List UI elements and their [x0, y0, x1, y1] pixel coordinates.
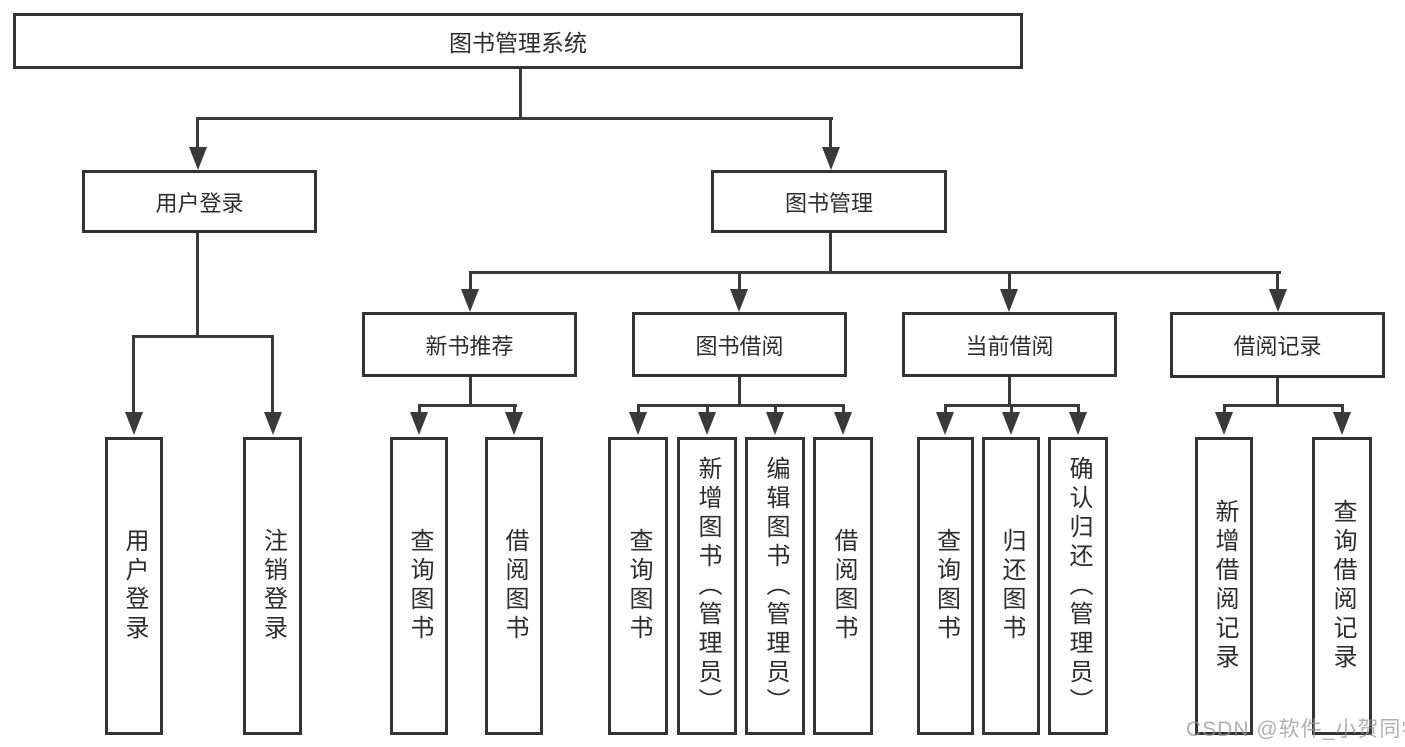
connector-line: [196, 233, 199, 337]
node-library-system: 图书管理系统: [13, 13, 1023, 69]
connector-line: [944, 404, 947, 414]
arrowhead-down-icon: [410, 412, 428, 435]
connector-line: [132, 335, 135, 414]
arrowhead-down-icon: [505, 412, 523, 435]
arrowhead-down-icon: [1002, 412, 1020, 435]
leaf-label: 确认归还（管理员）: [1065, 455, 1092, 717]
connector-line: [469, 271, 472, 292]
connector-line: [637, 404, 640, 414]
connector-line: [829, 117, 832, 148]
arrowhead-down-icon: [189, 147, 207, 170]
connector-line: [418, 404, 421, 414]
leaf-label: 用户登录: [121, 528, 148, 644]
arrowhead-down-icon: [1215, 412, 1233, 435]
arrowhead-down-icon: [822, 147, 840, 170]
connector-line: [738, 377, 741, 407]
connector-line: [774, 404, 777, 414]
leaf-borrow-books: 借阅图书: [813, 437, 873, 735]
arrowhead-down-icon: [936, 412, 954, 435]
connector-line: [1223, 404, 1226, 414]
connector-line: [829, 233, 832, 274]
arrowhead-down-icon: [834, 412, 852, 435]
connector-line: [418, 404, 517, 407]
arrowhead-down-icon: [1000, 289, 1018, 312]
leaf-borrow-books-recommend: 借阅图书: [485, 437, 543, 735]
connector-line: [706, 404, 709, 414]
connector-line: [1010, 404, 1013, 414]
leaf-label: 查询借阅记录: [1329, 499, 1356, 673]
connector-line: [1008, 271, 1011, 292]
node-borrow-records: 借阅记录: [1170, 312, 1385, 378]
leaf-query-books-current: 查询图书: [917, 437, 974, 735]
connector-line: [637, 404, 845, 407]
leaf-confirm-return-admin: 确认归还（管理员）: [1048, 437, 1108, 735]
leaf-label: 归还图书: [998, 528, 1025, 644]
leaf-label: 查询图书: [932, 528, 960, 644]
connector-line: [271, 335, 274, 414]
connector-line: [1008, 377, 1011, 407]
leaf-logout: 注销登录: [243, 437, 302, 735]
leaf-query-books-recommend: 查询图书: [390, 437, 448, 735]
arrowhead-down-icon: [766, 412, 784, 435]
leaf-label: 查询图书: [406, 528, 433, 644]
leaf-edit-books-admin: 编辑图书（管理员）: [745, 437, 805, 735]
arrowhead-down-icon: [730, 289, 748, 312]
arrowhead-down-icon: [125, 412, 143, 435]
leaf-label: 新增借阅记录: [1211, 499, 1238, 673]
arrowhead-down-icon: [698, 412, 716, 435]
arrowhead-down-icon: [1333, 412, 1351, 435]
arrowhead-down-icon: [629, 412, 647, 435]
connector-line: [1341, 404, 1344, 414]
connector-line: [469, 271, 1281, 274]
node-current-borrow: 当前借阅: [902, 312, 1117, 377]
connector-line: [1077, 404, 1080, 414]
leaf-add-books-admin: 新增图书（管理员）: [677, 437, 737, 735]
leaf-label: 借阅图书: [830, 528, 857, 644]
connector-line: [132, 335, 274, 338]
arrowhead-down-icon: [1069, 412, 1087, 435]
connector-line: [842, 404, 845, 414]
arrowhead-down-icon: [264, 412, 282, 435]
connector-line: [513, 404, 516, 414]
leaf-user-login: 用户登录: [105, 437, 163, 735]
leaf-label: 新增图书（管理员）: [694, 455, 721, 717]
node-book-borrow: 图书借阅: [632, 312, 847, 377]
leaf-add-borrow-record: 新增借阅记录: [1195, 437, 1253, 735]
connector-line: [1276, 378, 1279, 407]
connector-line: [1223, 404, 1344, 407]
arrowhead-down-icon: [461, 289, 479, 312]
leaf-query-books-borrow: 查询图书: [608, 437, 668, 735]
leaf-label: 查询图书: [625, 528, 652, 644]
connector-line: [1276, 271, 1279, 292]
node-book-management: 图书管理: [711, 170, 947, 233]
leaf-label: 注销登录: [259, 528, 287, 644]
connector-line: [469, 377, 472, 407]
leaf-label: 借阅图书: [501, 528, 528, 644]
leaf-label: 编辑图书（管理员）: [762, 455, 789, 717]
watermark: CSDN @软件_小贺同学: [1186, 718, 1405, 741]
leaf-return-books: 归还图书: [982, 437, 1040, 735]
connector-line: [738, 271, 741, 292]
node-new-book-recommend: 新书推荐: [362, 312, 577, 377]
connector-line: [196, 117, 199, 148]
arrowhead-down-icon: [1269, 289, 1287, 312]
leaf-query-borrow-record: 查询借阅记录: [1312, 437, 1372, 735]
node-user-login: 用户登录: [82, 170, 317, 233]
connector-line: [196, 117, 833, 120]
connector-line: [519, 68, 522, 119]
